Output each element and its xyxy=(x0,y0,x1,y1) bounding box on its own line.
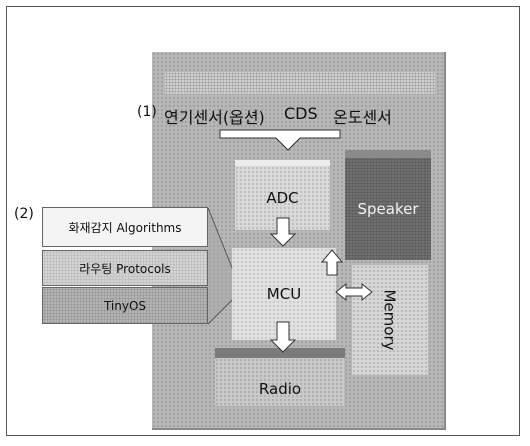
mcu-to-speaker-arrow xyxy=(320,249,344,276)
cds-sensor-label: CDS xyxy=(284,104,318,123)
sensor-strip xyxy=(165,72,435,94)
stack-layer-os-label: TinyOS xyxy=(103,298,147,313)
radio-block: Radio xyxy=(215,348,345,406)
memory-block: Memory xyxy=(352,265,428,375)
figure-frame xyxy=(6,6,520,436)
stack-layer-protocols: 라우팅 Protocols xyxy=(42,250,208,286)
stack-projection xyxy=(208,208,232,324)
mcu-to-radio-arrow xyxy=(269,321,297,353)
stack-layer-os: TinyOS xyxy=(42,287,208,324)
smoke-sensor-label: 연기센서(옵션) xyxy=(164,108,265,127)
callout-1: (1) xyxy=(137,104,157,120)
speaker-label: Speaker xyxy=(357,200,419,218)
sensor-funnel-arrow xyxy=(219,129,341,151)
radio-label: Radio xyxy=(258,380,302,398)
stack-layer-algorithms: 화재감지 Algorithms xyxy=(42,207,208,247)
adc-label: ADC xyxy=(266,189,299,207)
stack-layer-algorithms-label: 화재감지 Algorithms xyxy=(68,220,182,235)
mcu-label: MCU xyxy=(266,285,302,303)
callout-2: (2) xyxy=(14,206,34,222)
adc-to-mcu-arrow xyxy=(269,217,297,247)
speaker-block: Speaker xyxy=(345,150,431,260)
temperature-sensor-label: 온도센서 xyxy=(333,108,392,127)
stack-layer-protocols-label: 라우팅 Protocols xyxy=(79,261,171,276)
mcu-memory-arrow xyxy=(335,282,373,302)
